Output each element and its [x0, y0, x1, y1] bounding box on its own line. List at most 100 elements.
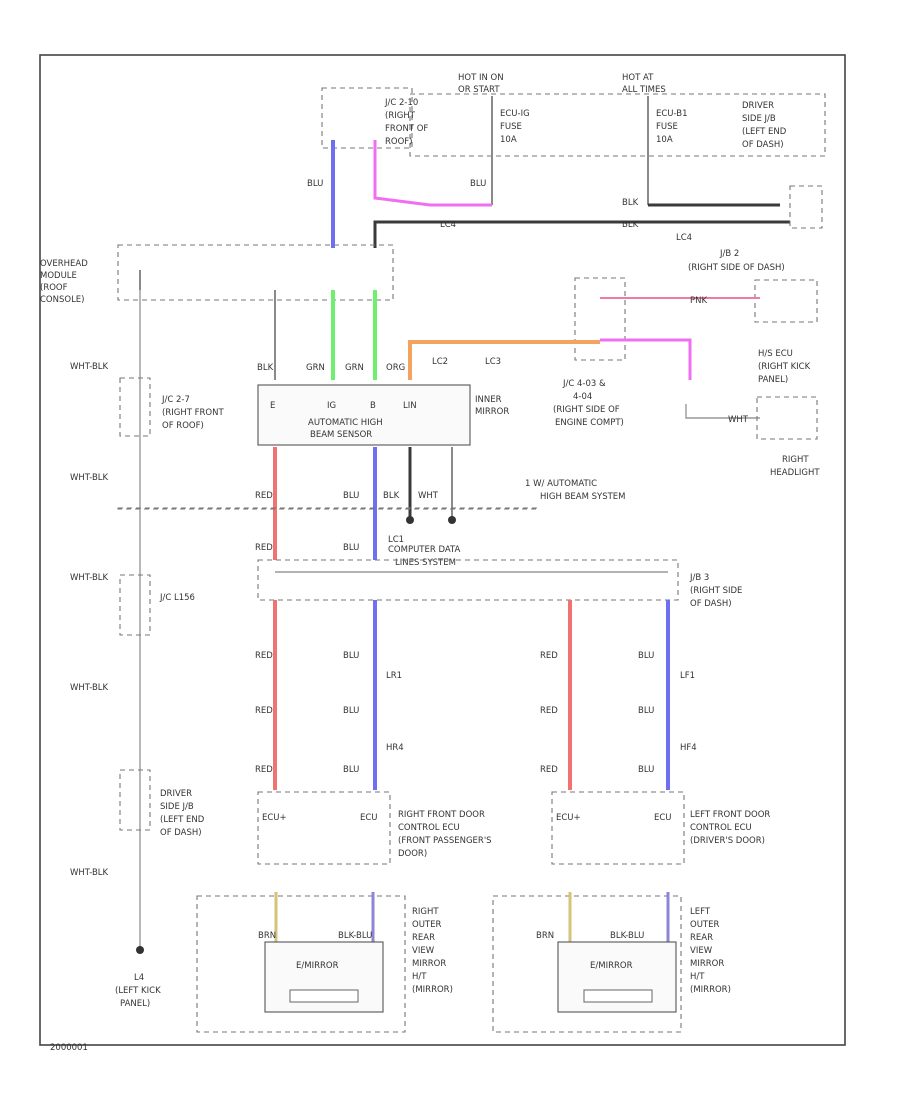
wire-tag-blu-4: BLU: [343, 543, 359, 553]
wire-tag-red-8: RED: [540, 765, 558, 775]
sensor-pin-labels: E IG B LIN: [270, 401, 417, 411]
wire-tag-brn-1: BRN: [258, 931, 276, 941]
wire-tag-wht-blk-1: WHT-BLK: [70, 362, 109, 372]
wire-tag-blk-1: BLK: [622, 198, 639, 208]
svg-text:ECU-IG: ECU-IG: [500, 109, 530, 119]
svg-text:ROOF): ROOF): [385, 137, 413, 147]
svg-text:CONTROL ECU: CONTROL ECU: [398, 823, 460, 833]
diagram-frame: [39, 54, 846, 1046]
svg-text:OUTER: OUTER: [690, 920, 719, 930]
left-mirror-outer-box: [492, 895, 682, 1033]
wire-tag-red-4: RED: [540, 651, 558, 661]
svg-text:(MIRROR): (MIRROR): [690, 985, 731, 995]
svg-text:HOT IN ON: HOT IN ON: [458, 73, 504, 83]
svg-text:MODULE: MODULE: [40, 271, 77, 281]
svg-text:(RIGHT: (RIGHT: [385, 111, 416, 121]
sensor-ground-dot-1: [406, 516, 414, 524]
svg-text:MIRROR: MIRROR: [475, 407, 509, 417]
inner-mirror-label: INNER MIRROR: [475, 395, 509, 417]
svg-text:10A: 10A: [656, 135, 673, 145]
svg-text:FUSE: FUSE: [656, 122, 678, 132]
svg-text:E: E: [270, 401, 275, 411]
hot-in-on-label: HOT IN ON OR START: [458, 73, 504, 95]
svg-text:OUTER: OUTER: [412, 920, 441, 930]
jc-l156-box: [119, 574, 151, 636]
svg-text:INNER: INNER: [475, 395, 502, 405]
wire-tag-red-7: RED: [255, 765, 273, 775]
jc-l156-label: J/C L156: [159, 593, 195, 603]
svg-text:J/C 2-10: J/C 2-10: [384, 98, 418, 108]
svg-text:SIDE J/B: SIDE J/B: [742, 114, 776, 124]
wire-tag-pnk: PNK: [690, 296, 707, 306]
wire-tag-lc4-1: LC4: [440, 220, 456, 230]
svg-text:J/B 3: J/B 3: [689, 573, 709, 583]
fuse-box-outline: [409, 93, 826, 157]
right-mirror-inner-label: E/MIRROR: [296, 961, 339, 971]
wire-tag-blu-5: BLU: [343, 651, 359, 661]
svg-text:(RIGHT FRONT: (RIGHT FRONT: [162, 408, 224, 418]
wire-tag-red-2: RED: [255, 543, 273, 553]
svg-text:(MIRROR): (MIRROR): [412, 985, 453, 995]
svg-text:OF DASH): OF DASH): [160, 828, 202, 838]
overhead-module-box: [117, 244, 394, 301]
svg-text:VIEW: VIEW: [690, 946, 713, 956]
wire-tag-blk-blu-2: BLK-BLU: [610, 931, 644, 941]
svg-text:1 W/ AUTOMATIC: 1 W/ AUTOMATIC: [525, 479, 597, 489]
wire-tag-lc1: LC1: [388, 535, 404, 545]
svg-text:LEFT: LEFT: [690, 907, 711, 917]
jc-roof-right-box: [321, 87, 413, 149]
wire-tag-wht-blk-2: WHT-BLK: [70, 473, 109, 483]
wire-tag-blu-6: BLU: [638, 651, 654, 661]
right-mirror-label: RIGHT OUTER REAR VIEW MIRROR H/T (MIRROR…: [412, 907, 453, 995]
wire-tag-org-1: ORG: [386, 363, 405, 373]
hot-at-all-times-label: HOT AT ALL TIMES: [622, 73, 666, 95]
svg-text:FRONT OF: FRONT OF: [385, 124, 428, 134]
ground-symbol: [136, 946, 144, 954]
wire-tag-red-1: RED: [255, 491, 273, 501]
svg-text:CONSOLE): CONSOLE): [40, 295, 85, 305]
jc-engine-label: J/C 4-03 & 4-04 (RIGHT SIDE OF ENGINE CO…: [553, 379, 624, 428]
svg-text:(RIGHT SIDE OF: (RIGHT SIDE OF: [553, 405, 620, 415]
svg-text:(DRIVER'S DOOR): (DRIVER'S DOOR): [690, 836, 765, 846]
ig-magenta-wire: [373, 140, 492, 207]
wire-tag-blu-9: BLU: [343, 765, 359, 775]
lin-orange-wire: [408, 340, 600, 380]
rf-ecu-pin: ECU: [360, 813, 378, 823]
svg-text:OF ROOF): OF ROOF): [162, 421, 204, 431]
jc-engine-box: [574, 277, 626, 361]
sensor-ground-dot-2: [448, 516, 456, 524]
svg-text:REAR: REAR: [690, 933, 713, 943]
svg-text:J/B 2: J/B 2: [719, 249, 739, 259]
wire-tag-red-6: RED: [540, 706, 558, 716]
can-system-label: COMPUTER DATA LINES SYSTEM: [388, 545, 461, 568]
svg-text:(RIGHT KICK: (RIGHT KICK: [758, 362, 811, 372]
lf-door-ecu-label: LEFT FRONT DOOR CONTROL ECU (DRIVER'S DO…: [690, 810, 770, 846]
wire-tag-blu-1: BLU: [307, 179, 323, 189]
svg-text:OF DASH): OF DASH): [690, 599, 732, 609]
svg-text:ALL TIMES: ALL TIMES: [622, 85, 666, 95]
jb3-right-label: J/B 3 (RIGHT SIDE OF DASH): [689, 573, 742, 609]
wire-tag-blk-blu-1: BLK-BLU: [338, 931, 372, 941]
svg-text:RIGHT: RIGHT: [782, 455, 809, 465]
svg-text:4-04: 4-04: [573, 392, 592, 402]
left-mirror-label: LEFT OUTER REAR VIEW MIRROR H/T (MIRROR): [690, 907, 731, 995]
svg-text:LINES SYSTEM: LINES SYSTEM: [395, 558, 456, 568]
jb2-right-label: J/B 2 (RIGHT SIDE OF DASH): [688, 249, 785, 273]
wire-tag-lc3: LC3: [485, 357, 501, 367]
svg-text:HIGH BEAM SYSTEM: HIGH BEAM SYSTEM: [540, 492, 626, 502]
svg-text:H/T: H/T: [412, 972, 427, 982]
svg-text:L4: L4: [134, 973, 144, 983]
svg-text:J/C 2-7: J/C 2-7: [161, 395, 190, 405]
jb-connector-top: [789, 185, 823, 229]
svg-text:ECU-B1: ECU-B1: [656, 109, 688, 119]
svg-text:(FRONT PASSENGER'S: (FRONT PASSENGER'S: [398, 836, 492, 846]
svg-text:REAR: REAR: [412, 933, 435, 943]
wire-tag-blu-8: BLU: [638, 706, 654, 716]
driver-jb-bottom-box: [119, 769, 151, 831]
jb3-bus-box: [257, 559, 679, 601]
wire-tag-lf1: LF1: [680, 671, 695, 681]
jc-roof-right2-box: [119, 377, 151, 437]
rf-door-ecu-box: [257, 791, 391, 865]
wire-tag-brn-2: BRN: [536, 931, 554, 941]
